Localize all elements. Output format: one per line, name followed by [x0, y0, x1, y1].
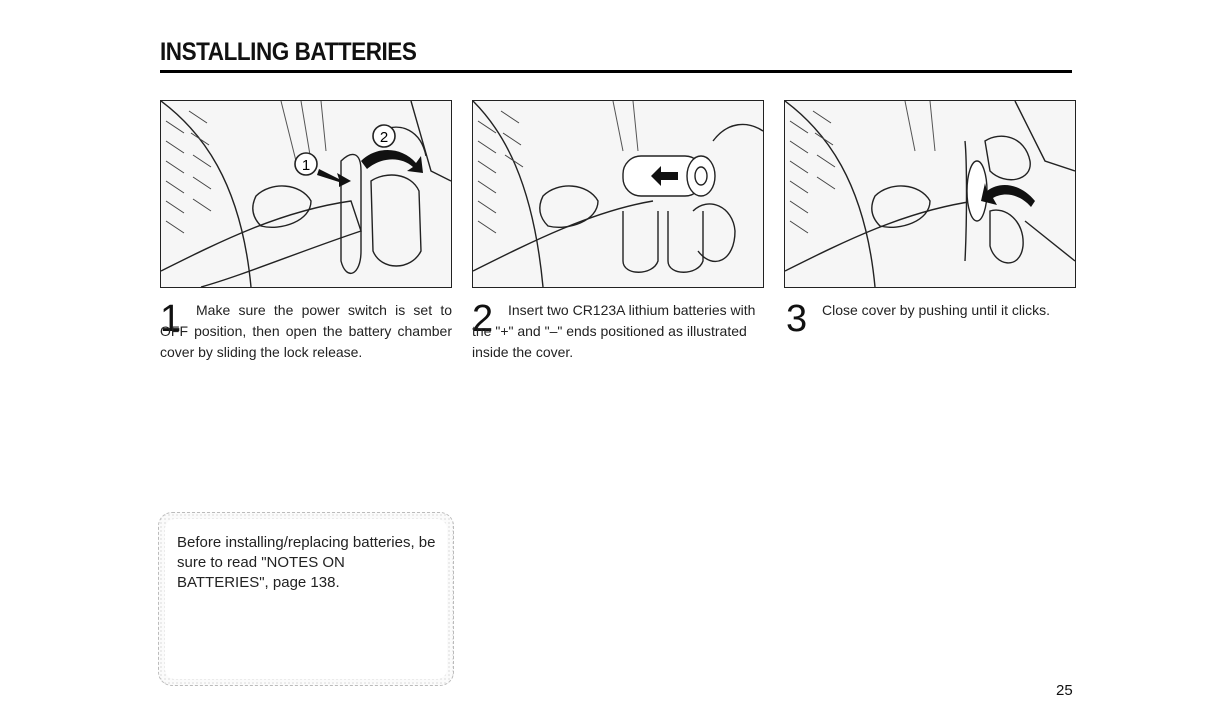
step-number: 2 [472, 298, 494, 340]
curved-arrow-icon [981, 183, 1035, 207]
arrow-right-icon [317, 169, 351, 187]
marker-1-circle [294, 152, 318, 176]
curved-arrow-icon [361, 149, 423, 173]
illustration-step-3-drawing [785, 101, 1075, 287]
page-number: 25 [1056, 682, 1073, 699]
illustration-step-1-drawing: 1 2 [161, 101, 451, 287]
marker-2-circle [372, 124, 396, 148]
marker-1-label: 1 [302, 157, 310, 174]
step-text: Close cover by pushing until it clicks. [822, 302, 1050, 318]
illustration-step-2 [472, 100, 764, 288]
page-title: INSTALLING BATTERIES [160, 38, 417, 66]
title-rule [160, 70, 1072, 73]
arrow-left-icon [651, 166, 678, 186]
illustration-step-3 [784, 100, 1076, 288]
step-text: Insert two CR123A lithium batteries with… [472, 302, 756, 360]
illustration-step-2-drawing [473, 101, 763, 287]
step-number: 3 [786, 298, 808, 340]
step-number: 1 [160, 298, 182, 340]
step-text: Make sure the power switch is set to OFF… [160, 302, 452, 360]
illustration-step-1: 1 2 [160, 100, 452, 288]
note-text: Before installing/replacing batteries, b… [177, 534, 436, 591]
note-box: Before installing/replacing batteries, b… [158, 512, 454, 686]
marker-2-label: 2 [380, 129, 388, 146]
note-inner: Before installing/replacing batteries, b… [165, 519, 447, 679]
